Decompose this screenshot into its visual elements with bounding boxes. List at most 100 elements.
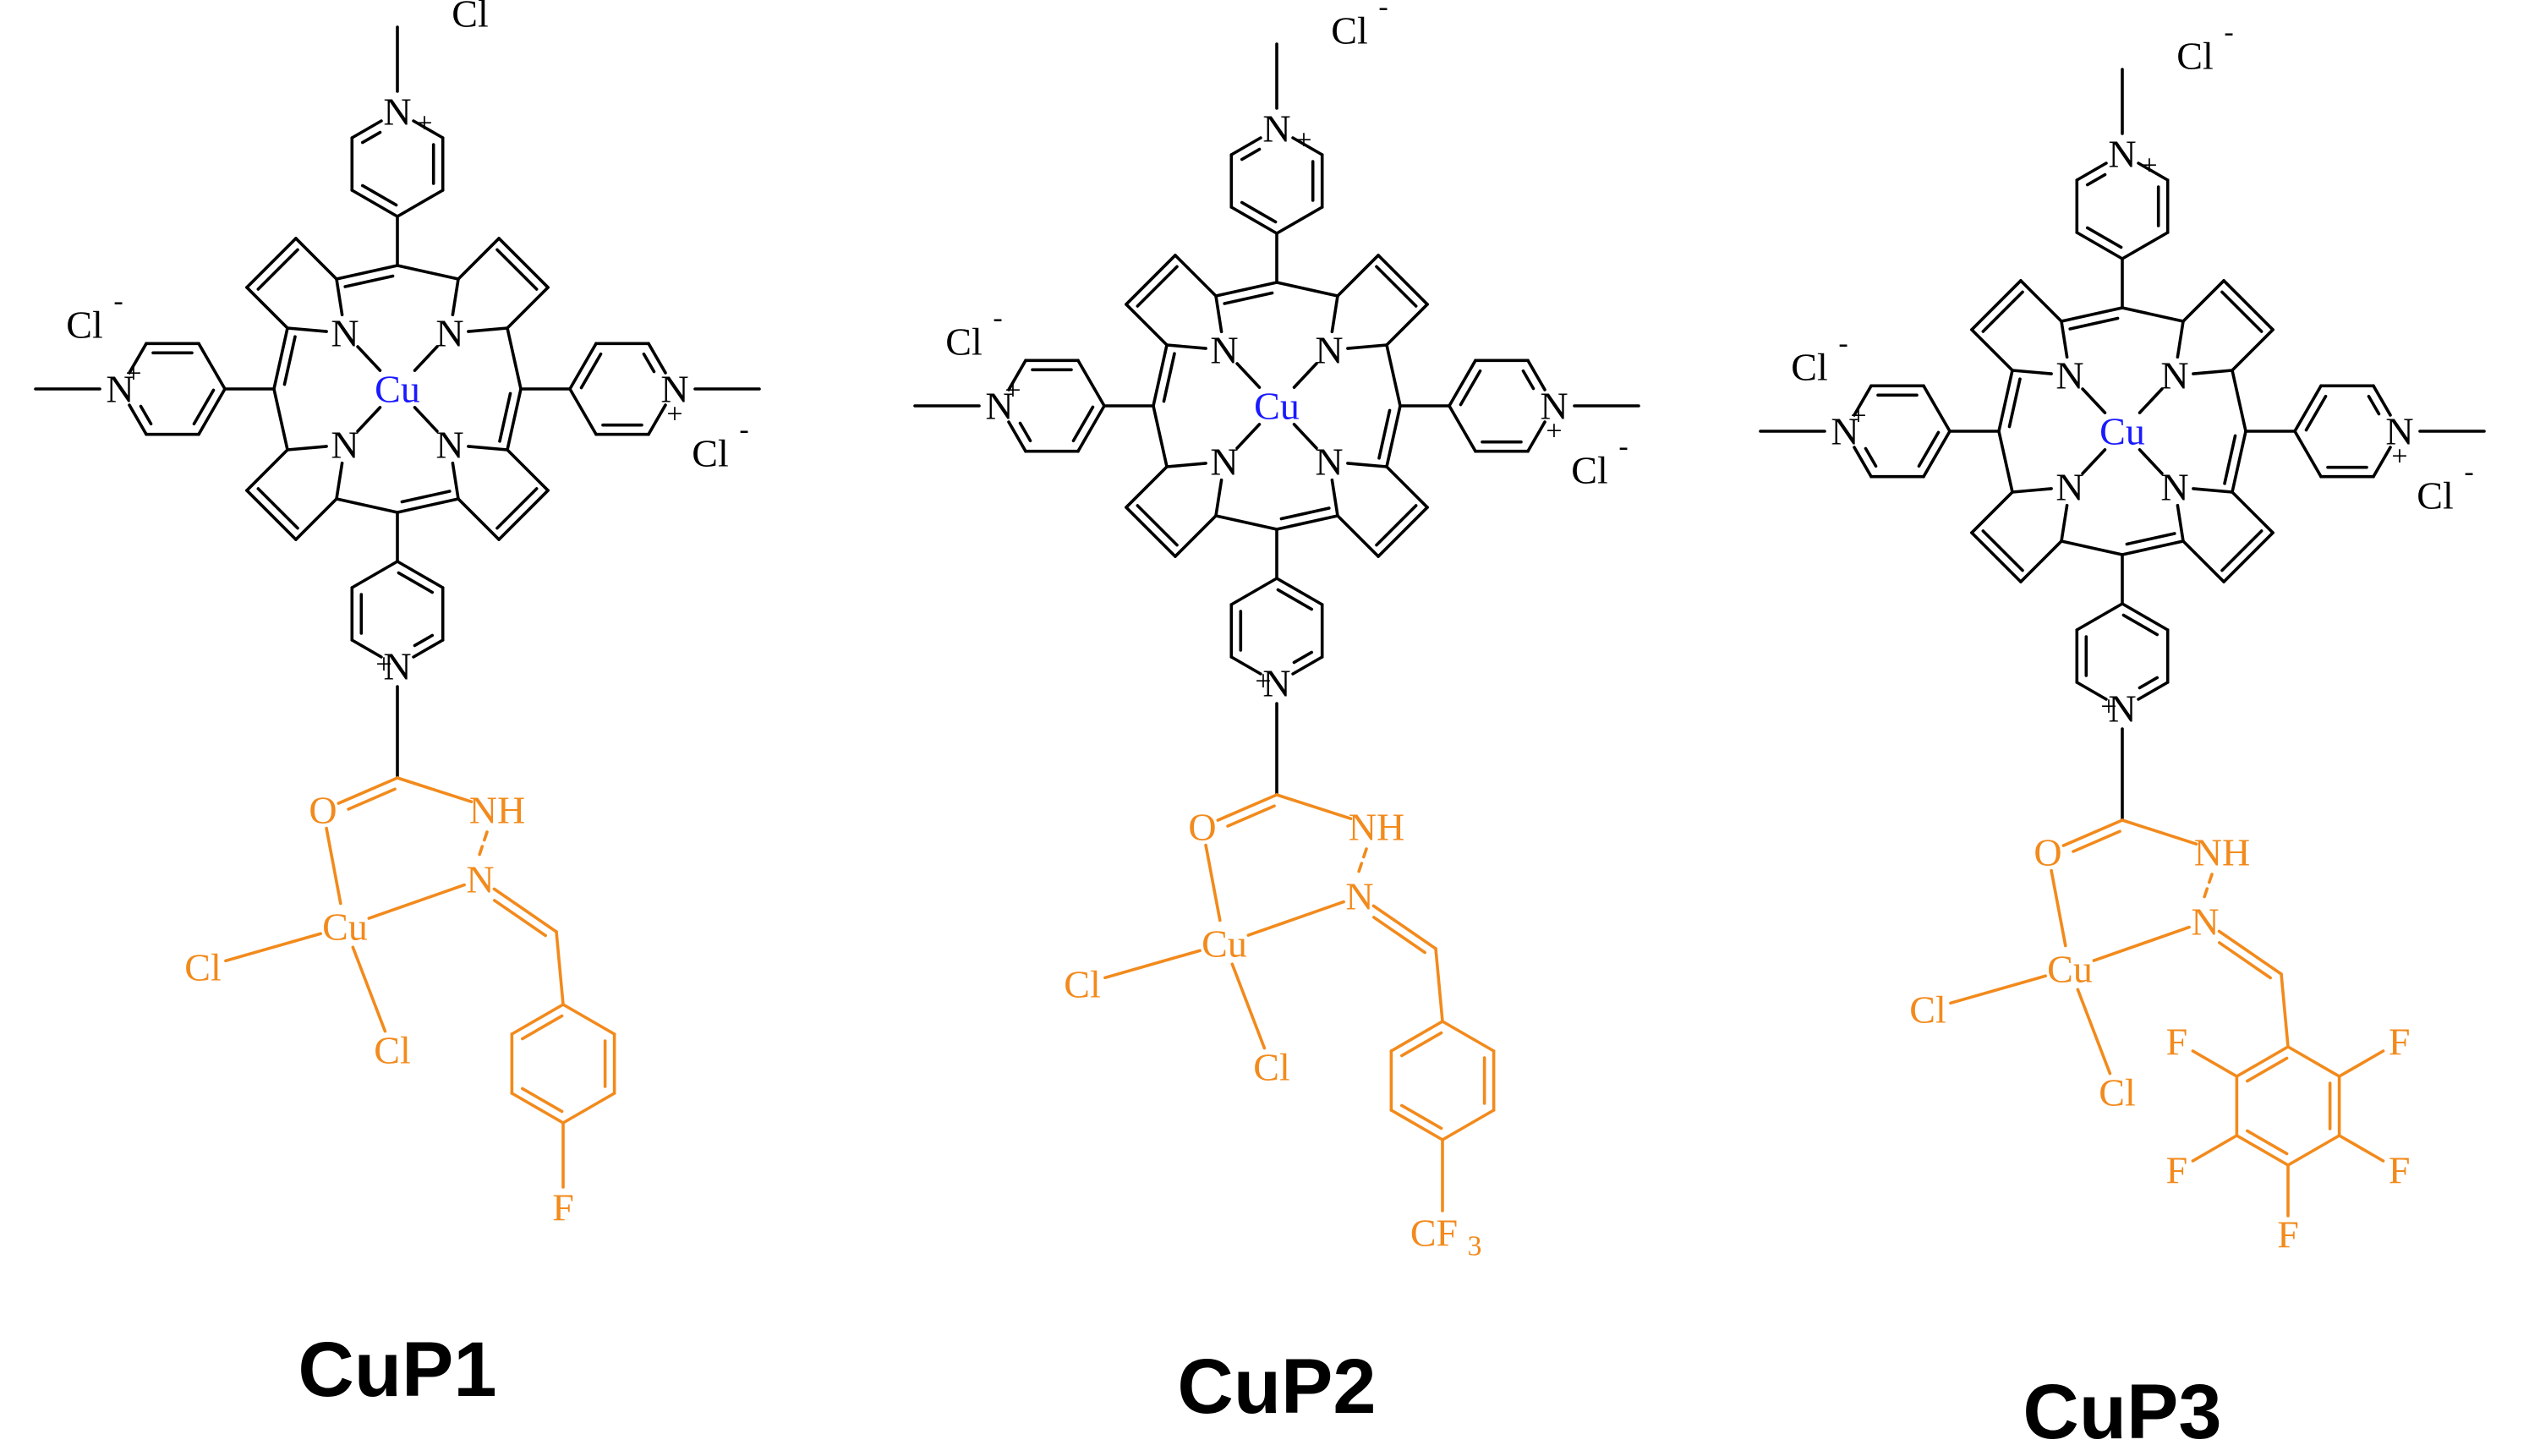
pyridinium-bond (1526, 420, 1546, 453)
pyridinium-bond (1291, 136, 1324, 156)
pyrrole-bond (451, 461, 460, 501)
pyridinium-bond-inner (1018, 421, 1032, 443)
pyridinium-bond-inner (139, 404, 153, 426)
pyrrole-beta-double (245, 489, 298, 541)
phenyl-bond (561, 1092, 616, 1125)
pyrrole-beta-double-inner (2220, 290, 2264, 333)
pyridinium-bond (1007, 420, 1027, 453)
pyridinium-bond (1526, 359, 1546, 391)
n-cu-coordination (2092, 925, 2191, 962)
pyridinium-bond (1275, 577, 1324, 606)
pyridinium-bond (2372, 384, 2392, 417)
pyridinium-bond-inner (1071, 405, 1095, 443)
pyridinium-n-label: N (660, 368, 688, 411)
pyrrole-bond (245, 286, 289, 330)
cl-ligand-label: Cl (184, 946, 221, 989)
minus-charge: - (1618, 431, 1628, 463)
pyrrole-beta-double (2222, 279, 2274, 331)
cu-n-bond (413, 406, 439, 433)
pyridinium-bond (1007, 359, 1027, 391)
plus-charge: + (2141, 151, 2157, 182)
pyrrole-bond (1385, 303, 1429, 347)
pyridinium-bond-inner (1864, 446, 1878, 468)
meso-bond (2231, 369, 2247, 433)
phenyl-bond-inner (2246, 1056, 2289, 1083)
pyrrole-beta-double (245, 237, 298, 289)
pyrrole-bond (286, 326, 328, 333)
pyridinium-bond (2121, 602, 2170, 632)
nitrogen-label: N (2055, 466, 2083, 509)
cu-n-bond (2081, 387, 2107, 414)
cf3-label: CF (1410, 1212, 1458, 1255)
meso-bond-inner (2223, 434, 2237, 485)
pyridinium-n-label: N (985, 385, 1013, 428)
pyridinium-bond (197, 387, 227, 436)
carbonyl-double (337, 776, 399, 805)
pyrrole-bond (1336, 514, 1380, 558)
phenyl-bond (510, 1003, 565, 1036)
phenyl-bond-inner (521, 1014, 564, 1041)
plus-charge: + (375, 649, 391, 681)
meso-bond-inner (1279, 506, 1331, 521)
pyrrole-bond (1214, 478, 1223, 517)
pyridinium-bond-inner (579, 352, 603, 390)
cl-ligand-label: Cl (2099, 1071, 2135, 1114)
pyridinium-bond (396, 189, 445, 218)
nitrogen-label: N (331, 312, 359, 355)
pyridinium-bond-inner (642, 352, 656, 374)
nitrogen-label: N (1210, 441, 1238, 484)
copper-ii-label: Cu (2047, 948, 2093, 991)
meso-bond (1214, 514, 1278, 531)
pyrrole-bond (2011, 487, 2053, 494)
pyridinium-bond (197, 342, 227, 391)
pyridinium-bond-inner (2367, 394, 2381, 416)
cu-cl-bond (1949, 974, 2047, 1005)
minus-charge: - (2224, 17, 2233, 48)
cu-n-bond (2081, 448, 2107, 475)
pyrrole-bond (1214, 294, 1223, 334)
pyridinium-bond (1275, 205, 1324, 235)
nitrogen-label: N (2160, 354, 2188, 397)
meso-bond (272, 326, 289, 391)
pyrrole-bond (2060, 503, 2069, 543)
benzylidene-bond (1434, 947, 1444, 1023)
pyrrole-bond (1385, 465, 1429, 509)
minus-charge: - (739, 414, 748, 446)
n-cu-coordination (367, 883, 466, 920)
carbonyl-double-inner (347, 787, 397, 811)
pyridinium-bond (1229, 205, 1278, 235)
pyridinium-bond (647, 403, 667, 436)
pyrrole-bond (2192, 487, 2234, 494)
pyridinium-bond (412, 638, 445, 659)
compound-name-cup2: CuP2 (1177, 1344, 1376, 1430)
cu-n-bond (1235, 423, 1262, 450)
pyrrole-bond (506, 286, 550, 330)
cu-cl-bond (224, 932, 322, 963)
pyridinium-bond-inner (1459, 369, 1482, 407)
pyridinium-n-label: N (1262, 662, 1290, 705)
pyrrole-beta-double-inner (1375, 265, 1418, 308)
pyrrole-bond (451, 277, 460, 317)
amide-bond (396, 776, 474, 803)
pyridinium-bond (2293, 430, 2323, 479)
pyrrole-bond (1174, 254, 1218, 298)
meso-bond (272, 387, 289, 452)
pyridinium-bond (2075, 231, 2124, 260)
copper-ii-label: Cu (322, 906, 368, 949)
pyridinium-bond (1076, 404, 1106, 453)
nitrogen-label: N (1315, 441, 1343, 484)
pyrrole-bond (2192, 369, 2234, 375)
pyridinium-bond-inner (1276, 588, 1314, 611)
pyridinium-bond-inner (1240, 147, 1262, 161)
pyridinium-n-label: N (1540, 385, 1568, 428)
fluorine-label: F (2166, 1021, 2188, 1064)
pyrrole-bond (1165, 343, 1207, 350)
phenyl-bond (1441, 1020, 1496, 1053)
minus-charge: - (499, 0, 508, 6)
phenyl-bond (561, 1003, 616, 1036)
meso-bond (1214, 281, 1278, 298)
pyridinium-n-label: N (2385, 410, 2413, 453)
oxygen-label: O (1188, 806, 1216, 849)
